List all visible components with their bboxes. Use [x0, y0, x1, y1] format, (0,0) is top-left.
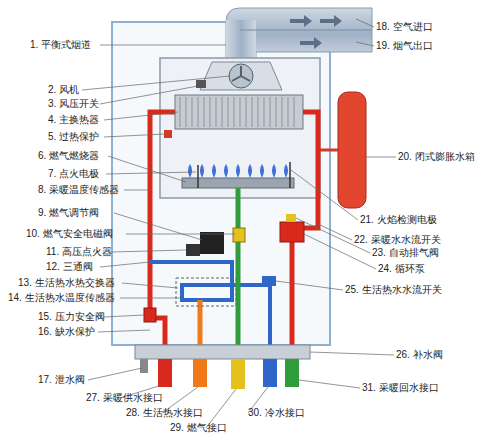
dhw-heat-exchanger — [176, 278, 236, 306]
heating-return-connector — [285, 359, 299, 387]
callout-label: 18. 空气进口 — [376, 21, 433, 33]
callout-label: 20. 闭式膨胀水箱 — [398, 151, 475, 163]
auto-air-vent — [286, 214, 296, 222]
callout-label: 29. 燃气接口 — [170, 422, 227, 434]
cold-water-connector — [263, 359, 277, 387]
callout-label: 23. 自动排气阀 — [372, 247, 439, 259]
callout-label: 30. 冷水接口 — [248, 407, 305, 419]
callout-label: 1. 平衡式烟道 — [30, 39, 91, 51]
callout-label: 31. 采暖回水接口 — [362, 382, 439, 394]
gas-valve — [200, 232, 224, 254]
burner-flames — [188, 164, 288, 178]
heating-supply-connector — [158, 359, 172, 387]
ignition-transformer — [186, 244, 200, 256]
callout-label: 24. 循环泵 — [378, 263, 425, 275]
safety-valve — [144, 308, 156, 322]
flue-riser — [226, 20, 256, 60]
callout-label: 2. 风机 — [48, 84, 79, 96]
ignition-electrode — [197, 165, 199, 188]
combustion-chamber — [160, 58, 320, 198]
fan-hood — [200, 62, 282, 90]
callout-label: 13. 生活热水热交换器 — [18, 277, 115, 289]
fan-symbol — [229, 64, 253, 88]
gas-burner — [182, 178, 294, 188]
circulation-pump — [280, 222, 304, 242]
callout-label: 27. 采暖供水接口 — [86, 392, 163, 404]
callout-label: 25. 生活热水水流开关 — [345, 284, 442, 296]
exchanger-fins — [180, 97, 294, 127]
flow-arrow — [290, 15, 312, 27]
heating-supply-pipe — [150, 112, 175, 360]
overheat-protection — [164, 130, 172, 138]
callout-label: 4. 主换热器 — [48, 114, 99, 126]
callout-label: 28. 生活热水接口 — [126, 407, 203, 419]
callout-label: 11. 高压点火器 — [46, 246, 112, 258]
flue-pipe — [226, 8, 372, 60]
flue-divider — [240, 30, 372, 31]
callout-label: 22. 采暖水水流开关 — [354, 234, 441, 246]
main-heat-exchanger — [175, 95, 303, 129]
flow-arrow — [300, 37, 322, 49]
callout-label: 26. 补水阀 — [396, 349, 443, 361]
callout-label: 12. 三通阀 — [46, 261, 93, 273]
callout-label: 6. 燃气燃烧器 — [38, 150, 99, 162]
callout-label: 8. 采暖温度传感器 — [38, 184, 119, 196]
callout-label: 19. 烟气出口 — [376, 40, 433, 52]
expansion-tank — [338, 92, 366, 208]
connection-manifold — [135, 345, 310, 359]
callout-label: 7. 点火电极 — [48, 168, 99, 180]
boiler-casing — [112, 22, 330, 345]
gas-regulator — [233, 228, 245, 242]
callout-label: 17. 泄水阀 — [38, 374, 85, 386]
gas-pipe — [236, 188, 241, 360]
tank-pipe — [318, 150, 338, 215]
callout-label: 14. 生活热水温度传感器 — [8, 292, 115, 304]
callout-label: 5. 过热保护 — [48, 131, 99, 143]
callout-label: 3. 风压开关 — [48, 98, 99, 110]
fan-blades — [232, 66, 250, 81]
callout-label: 15. 压力安全阀 — [38, 311, 105, 323]
hot-water-connector — [193, 359, 207, 387]
callout-label: 16. 缺水保护 — [38, 326, 95, 338]
pressure-switch — [196, 80, 206, 88]
leader-lines — [82, 19, 396, 428]
callout-label: 21. 火焰检测电极 — [360, 214, 437, 226]
dhw-flow-switch — [262, 276, 276, 286]
callout-label: 9. 燃气调节阀 — [38, 207, 99, 219]
flow-arrow — [320, 15, 342, 27]
flame-electrode — [289, 162, 291, 188]
callout-label: 10. 燃气安全电磁阀 — [26, 228, 113, 240]
drain-valve — [140, 359, 148, 373]
gas-connector — [231, 359, 245, 389]
